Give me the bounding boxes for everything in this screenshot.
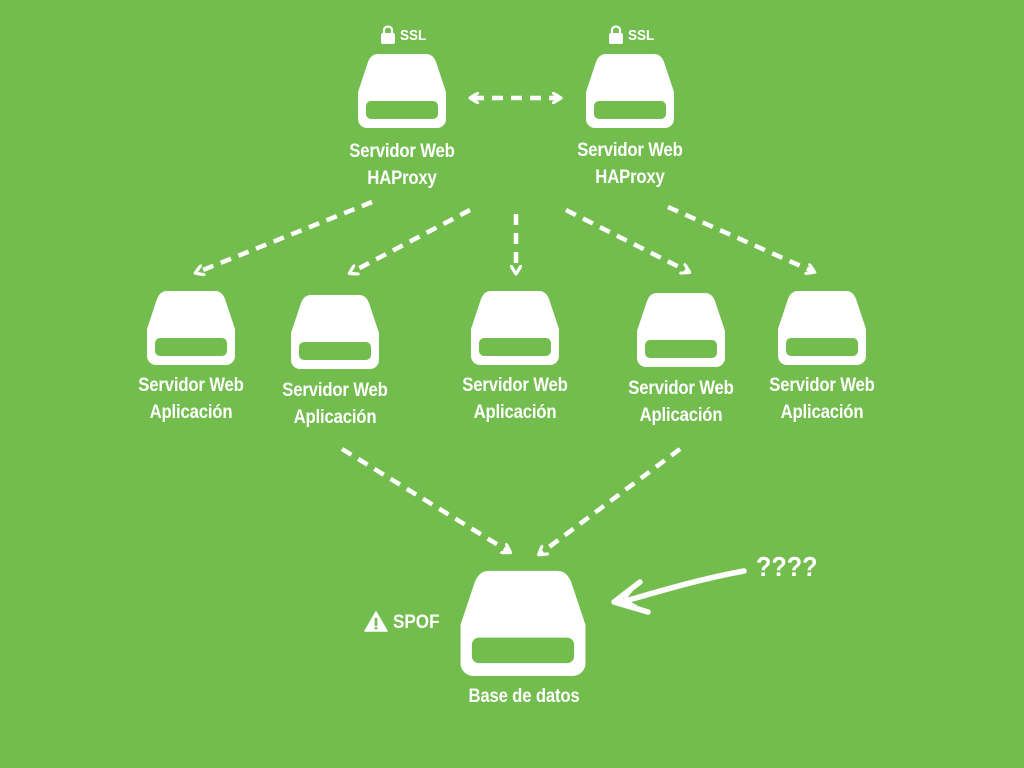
server-icon (358, 54, 446, 128)
server-icons (147, 54, 866, 676)
proxy-label: Servidor Web HAProxy (555, 137, 705, 191)
database-label: Base de datos (449, 683, 599, 710)
app-server-label-line2: Aplicación (473, 402, 557, 423)
ssl-tag: SSL (400, 27, 427, 44)
hand-drawn-arrow (611, 568, 747, 615)
arrow-proxy-to-app-4 (564, 207, 687, 271)
app-server-label-line1: Servidor Web (138, 375, 244, 396)
app-server-label-line1: Servidor Web (462, 375, 568, 396)
arrow-app-to-db-right (541, 447, 682, 553)
server-icon (637, 293, 725, 367)
proxy-label: Servidor Web HAProxy (327, 138, 477, 192)
app-server-label: Servidor Web Aplicación (606, 375, 756, 429)
warning-icon (364, 611, 388, 632)
app-server-label-line2: Aplicación (149, 402, 233, 423)
proxy-label-line2: HAProxy (595, 167, 665, 188)
lock-icon (609, 25, 623, 44)
question-annotation: ???? (756, 551, 818, 582)
proxy-label-line1: Servidor Web (577, 140, 683, 161)
arrow-proxy-to-app-2 (352, 208, 472, 272)
arrow-proxy-to-app-1 (198, 199, 373, 272)
app-server-label-line1: Servidor Web (769, 375, 875, 396)
app-server-label-line2: Aplicación (780, 402, 864, 423)
server-icon (291, 295, 379, 369)
app-server-label: Servidor Web Aplicación (116, 372, 266, 426)
app-server-label-line1: Servidor Web (628, 378, 734, 399)
database-icon (460, 570, 586, 676)
app-server-label: Servidor Web Aplicación (747, 372, 897, 426)
app-server-label-line2: Aplicación (293, 407, 377, 428)
database-label-text: Base de datos (468, 686, 580, 707)
lock-icon (381, 25, 395, 44)
arrow-proxy-to-app-5 (667, 204, 812, 271)
app-server-label: Servidor Web Aplicación (260, 377, 410, 431)
arrow-app-to-db-left (340, 447, 508, 551)
server-icon (778, 291, 866, 365)
spof-warning: SPOF (393, 612, 440, 633)
app-server-label: Servidor Web Aplicación (440, 372, 590, 426)
proxy-label-line2: HAProxy (367, 168, 437, 189)
app-server-label-line1: Servidor Web (282, 380, 388, 401)
server-icon (586, 54, 674, 128)
ssl-tag: SSL (628, 27, 655, 44)
proxy-label-line1: Servidor Web (349, 141, 455, 162)
app-server-label-line2: Aplicación (639, 405, 723, 426)
server-icon (471, 291, 559, 365)
server-icon (147, 291, 235, 365)
